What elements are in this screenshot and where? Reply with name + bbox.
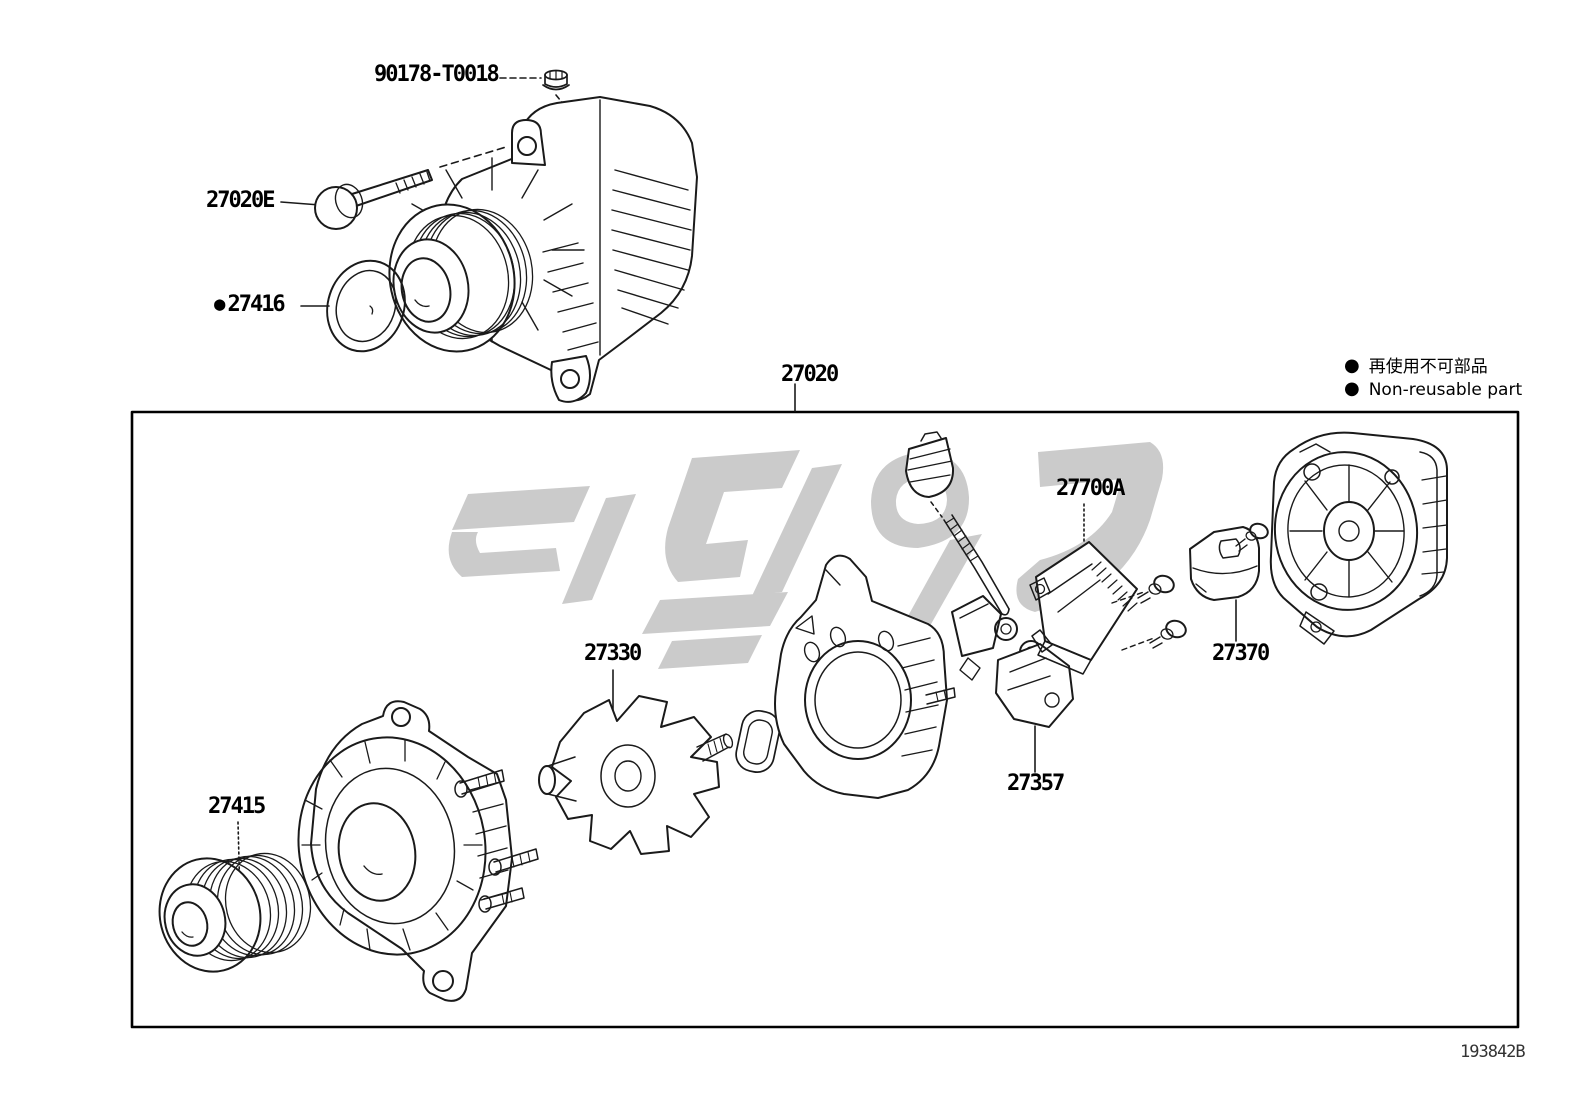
legend-non-reusable-jp: ● 再使用不可部品 xyxy=(1344,355,1488,377)
rear-end-frame-drawing xyxy=(1269,431,1448,645)
part-number-pulley-cap: 27416 xyxy=(227,292,285,317)
front-bracket-stator-drawing xyxy=(297,700,539,1002)
part-number-bolt: 27020E xyxy=(206,188,275,213)
pulley-drawing xyxy=(158,852,312,973)
assembly-box xyxy=(130,410,1520,1029)
rear-bracket-drawing xyxy=(774,554,956,799)
nut-drawing xyxy=(542,69,570,91)
part-number-rotor: 27330 xyxy=(584,641,642,666)
threaded-stud-drawing xyxy=(943,514,1010,616)
leader-lines xyxy=(237,77,1237,899)
regulator-screws-drawing xyxy=(1111,574,1187,651)
part-number-end-cover: 27370 xyxy=(1212,641,1270,666)
end-cover-drawing xyxy=(1189,522,1269,601)
non-reusable-bullet-icon: ● xyxy=(214,292,226,315)
rotor-drawing xyxy=(538,695,734,855)
bolt-drawing xyxy=(314,169,433,230)
terminal-cap-drawing xyxy=(905,431,955,518)
legend-non-reusable-en: ● Non-reusable part xyxy=(1344,378,1523,400)
part-number-pulley: 27415 xyxy=(208,794,266,819)
part-number-brush-holder: 27357 xyxy=(1007,771,1065,796)
diagram-code: 193842B xyxy=(1460,1042,1526,1062)
part-number-pulley-cap-row: ●27416 xyxy=(214,292,286,317)
legend-bullet-icon: ● xyxy=(1344,378,1360,400)
o-ring-drawing xyxy=(735,710,781,773)
part-number-assembly: 27020 xyxy=(781,362,839,387)
pulley-cap-ring-drawing xyxy=(326,259,406,353)
legend-en-text: Non-reusable part xyxy=(1368,380,1523,400)
legend-bullet-icon: ● xyxy=(1344,355,1360,377)
legend-jp-text: 再使用不可部品 xyxy=(1368,357,1488,377)
part-number-nut: 90178-T0018 xyxy=(374,62,500,87)
part-number-regulator: 27700A xyxy=(1056,476,1125,501)
brush-holder-drawing xyxy=(951,595,1074,728)
regulator-drawing xyxy=(1029,541,1138,675)
alternator-assembly-drawing xyxy=(388,96,698,403)
